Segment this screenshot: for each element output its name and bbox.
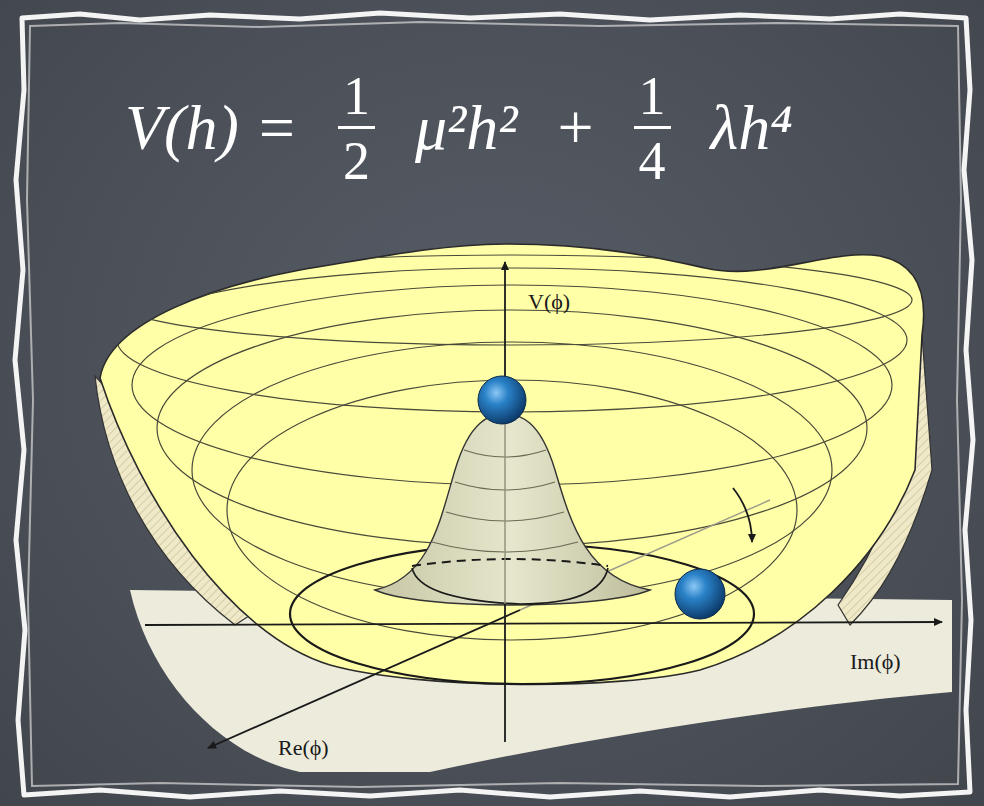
potential-lhs: V(h) = <box>125 93 298 163</box>
trough-front <box>412 568 608 604</box>
quartic-term: λh⁴ <box>711 93 793 163</box>
im-axis <box>145 622 942 625</box>
quadratic-term: μ²h² <box>415 93 518 163</box>
axis-label: Re(ϕ) <box>278 736 329 760</box>
ball-top <box>478 376 526 424</box>
fraction-denominator: 2 <box>343 129 370 188</box>
re-axis <box>208 610 520 748</box>
torn-frame-edge <box>27 22 962 787</box>
v-axis-upper <box>504 262 506 380</box>
fraction-numerator: 1 <box>634 69 671 129</box>
dashed-ring <box>412 559 608 566</box>
central-hump <box>375 414 650 605</box>
ball-minimum <box>675 569 725 619</box>
contour-lines <box>112 255 912 640</box>
torn-frame <box>15 13 973 797</box>
axis-label: Im(ϕ) <box>850 650 901 674</box>
fraction: 12 <box>338 69 375 188</box>
v-axis-hidden <box>504 420 505 604</box>
fraction: 14 <box>634 69 671 188</box>
equation: V(h) =12μ²h²+14λh⁴ <box>125 58 792 198</box>
fraction-denominator: 4 <box>639 129 666 188</box>
v-axis-lower <box>504 604 506 742</box>
axis-label: V(ϕ) <box>528 290 570 314</box>
fraction-numerator: 1 <box>338 69 375 129</box>
bowl-surface <box>100 244 924 684</box>
roll-arrow <box>733 488 752 542</box>
plus-sign: + <box>557 93 593 163</box>
